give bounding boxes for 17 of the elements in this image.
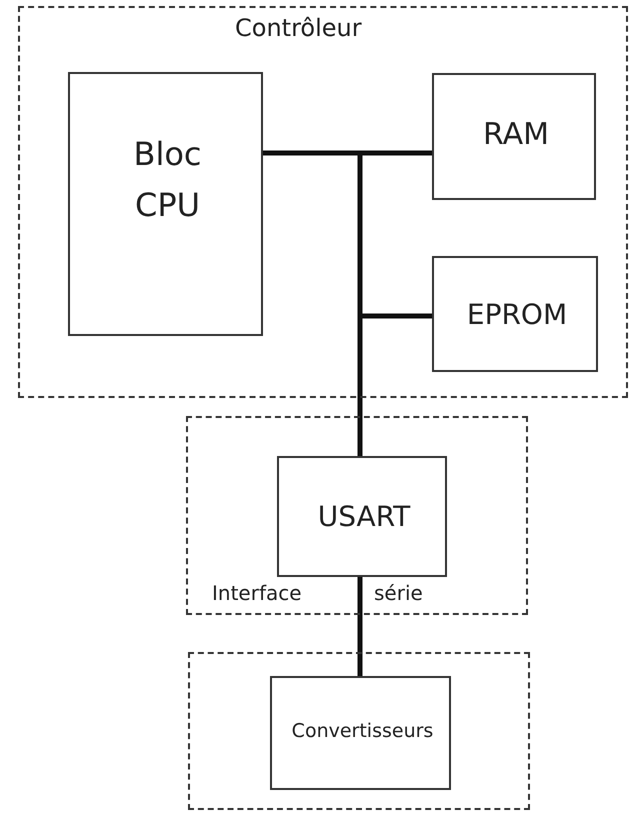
block-label: EPROM <box>466 298 568 331</box>
bus-line <box>358 577 362 676</box>
block-label: RAM <box>482 117 550 152</box>
ram-block <box>432 73 596 200</box>
group-label: série <box>374 581 423 605</box>
block-label: Bloc CPU <box>132 134 202 226</box>
block-label: Convertisseurs <box>290 720 434 742</box>
converter-group <box>188 652 530 810</box>
block-label: USART <box>316 500 412 533</box>
eprom-block <box>432 256 598 372</box>
usart-block <box>277 456 447 577</box>
cpu-block <box>68 72 263 336</box>
controller-group <box>18 6 628 398</box>
group-label: Interface <box>212 581 302 605</box>
serial-interface-group <box>186 416 528 615</box>
group-label: Contrôleur <box>235 14 362 42</box>
converter-block <box>270 676 451 790</box>
